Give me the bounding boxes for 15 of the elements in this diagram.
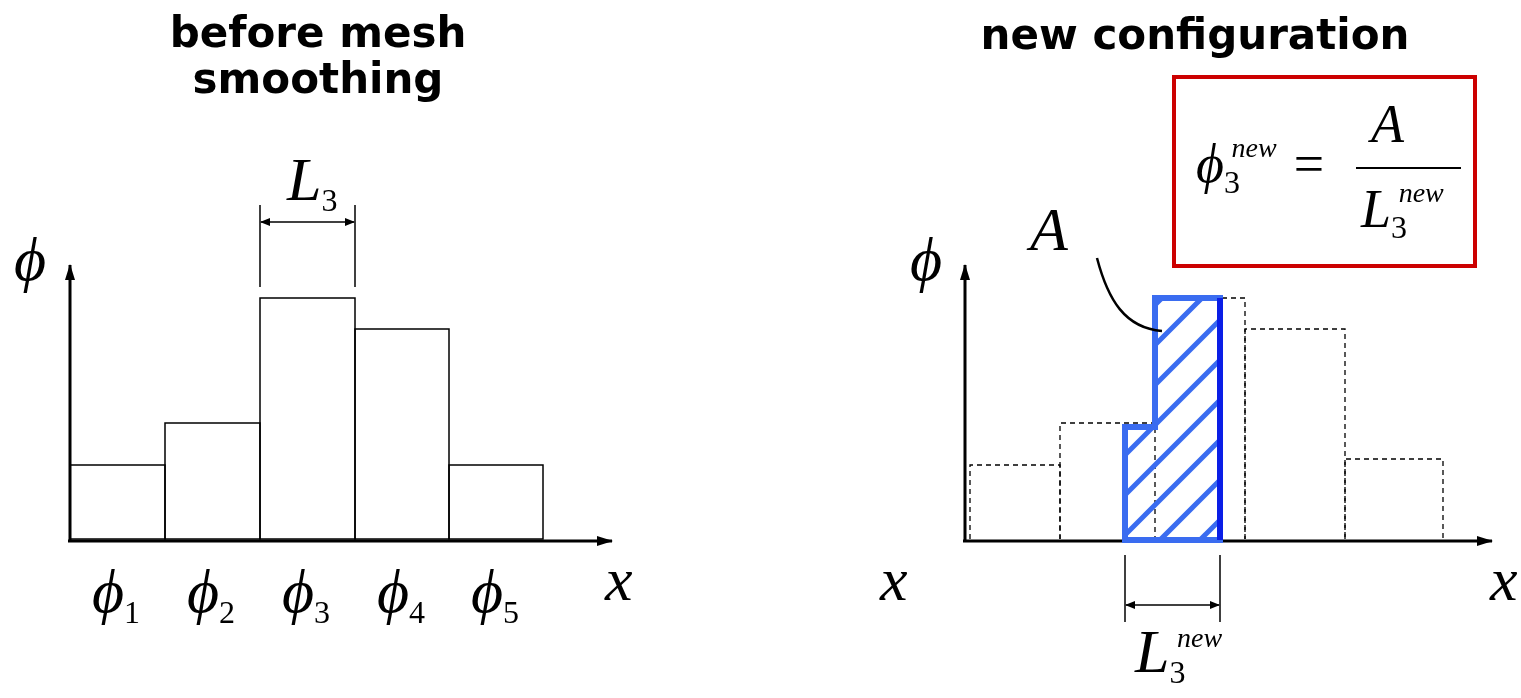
axis-label: x [880,548,908,610]
dimension-label: L$_{3}$ [287,148,338,217]
formula-lhs: ϕ$_{3}$$^{new}$ = [1196,134,1327,199]
axis-label: x [605,548,633,610]
bar-label: ϕ$_{1}$ [92,560,141,629]
bar-label: ϕ$_{5}$ [471,560,520,629]
leader-line [1095,257,1163,333]
axis-label: x [1490,548,1518,610]
bar-label: ϕ$_{4}$ [377,560,426,629]
formula-box [1172,75,1477,268]
bar-label: ϕ$_{2}$ [187,560,236,629]
bar-label: ϕ$_{3}$ [282,560,331,629]
panel-title: new configuration [979,12,1411,59]
hatched-area [1122,295,1223,543]
panel-title: before mesh smoothing [168,10,468,103]
